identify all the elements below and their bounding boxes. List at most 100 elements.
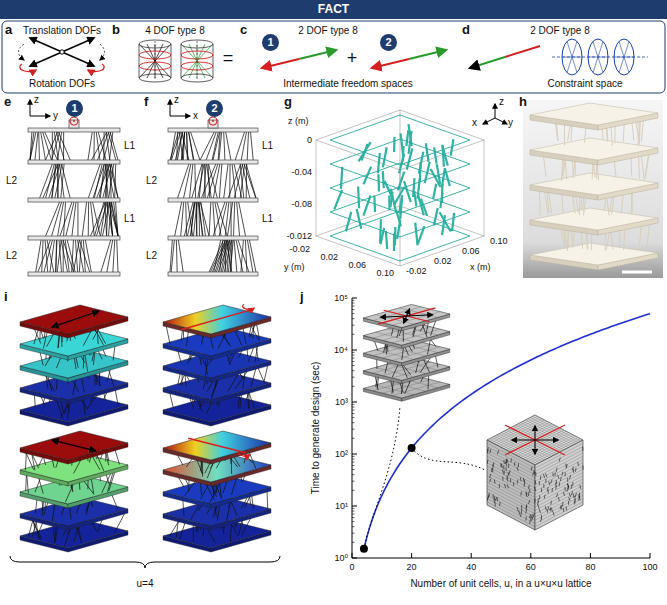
plot-box-edge [316,206,400,236]
rigid-plate [28,272,120,276]
minor-tick [352,438,355,439]
flexure-blade [83,398,85,415]
flexure-blade [191,202,194,236]
flexure-blade [247,132,248,160]
flexure-blade [85,240,91,272]
flexure-blade [64,202,66,236]
leader-dotted [412,448,485,470]
flexure-blade [67,403,69,420]
flexure-blade [578,493,580,497]
rotation-axis [378,308,436,324]
flexure-blade [517,507,518,511]
flexure-blade [199,164,202,198]
freedom-cylinder [181,40,213,82]
group-brace [10,556,280,568]
flexure-blade [563,492,564,496]
panel-letter: b [112,23,120,38]
flexure-blade [539,495,540,499]
axis-triad [170,100,190,116]
flexure-blade [530,516,531,520]
annotation: Constraint space [547,78,622,90]
lattice-face [535,440,583,530]
rotation-axis [505,425,565,455]
minor-tick [352,521,355,522]
plot-box-edge [316,140,400,170]
flexure-blade [205,358,208,375]
flexure-blade [166,326,170,344]
rigid-plate [168,236,258,240]
flexure-blade [55,240,56,272]
axis-arrow [483,118,495,124]
flexure-blade [238,240,249,272]
flexure-blade [102,202,109,236]
grid-line [487,499,535,524]
rigid-plate [363,304,449,327]
rotation-axis [505,425,565,455]
tick-label: 10² [335,449,348,459]
flexure-blade [520,492,522,496]
flexure-blade [451,139,454,156]
flexure-blade [206,132,216,160]
tick-mark [650,553,651,558]
flexure-blade [544,495,546,499]
annotation: L2 [6,175,17,187]
dof-arrow [30,52,62,66]
flexure-blade [200,202,209,236]
flexure-blade [571,485,572,489]
rigid-plate [168,128,258,132]
flexure-blade [514,462,515,466]
flexure-blade [103,132,104,160]
flexure-blade [547,487,549,491]
callout-number: 2 [211,103,217,114]
flexure-blade [533,513,535,517]
flexure-blade [105,164,108,198]
flexure-blade [109,202,118,236]
minor-tick [352,334,355,335]
minor-tick [352,309,355,310]
flexure-blade [184,202,193,236]
annotation: L1 [262,213,273,225]
flexure-blade [88,202,89,236]
tick-mark [590,553,591,558]
figure-title: FACT [0,2,667,16]
flexure-blade [567,483,569,487]
printed-flexure [645,155,649,179]
annotation: 2 DOF type 8 [298,25,357,37]
flexure-blade [572,482,573,486]
flexure-blade [186,331,188,346]
rigid-plate-outline [330,187,470,237]
data-dot [408,444,416,452]
flexure-blade [556,480,557,484]
flexure-blade [237,202,240,236]
annotation: x [472,117,477,129]
flexure-blade [433,184,436,199]
flexure-blade [502,477,503,481]
flexure-blade [170,240,172,272]
tick-mark [352,350,357,351]
tick-mark [352,558,357,559]
flexure-blade [182,132,185,160]
flexure-blade [564,487,565,491]
flexure-blade [196,202,198,236]
grid-line [535,479,583,504]
tick-label: 10⁵ [334,293,348,303]
tick-label: 0.02 [320,252,338,262]
flexure-blade [404,181,411,202]
constraint-line [598,41,603,57]
printed-flexure [543,155,546,177]
constraint-disc [614,39,634,75]
grid-line [487,466,535,491]
flexure-blade [558,475,559,479]
flexure-blade [35,132,38,160]
y-axis [352,298,353,558]
grid-line [487,502,535,527]
screw-axis [299,50,336,59]
flexure-blade [406,130,408,146]
flexure-blade [506,462,507,466]
flexure-blade [112,202,118,236]
flexure-blade [251,132,254,160]
flexure-blade [431,321,436,336]
tick-label: 20 [407,562,417,572]
constraint-line [624,41,629,57]
flexure-blade [390,192,392,207]
